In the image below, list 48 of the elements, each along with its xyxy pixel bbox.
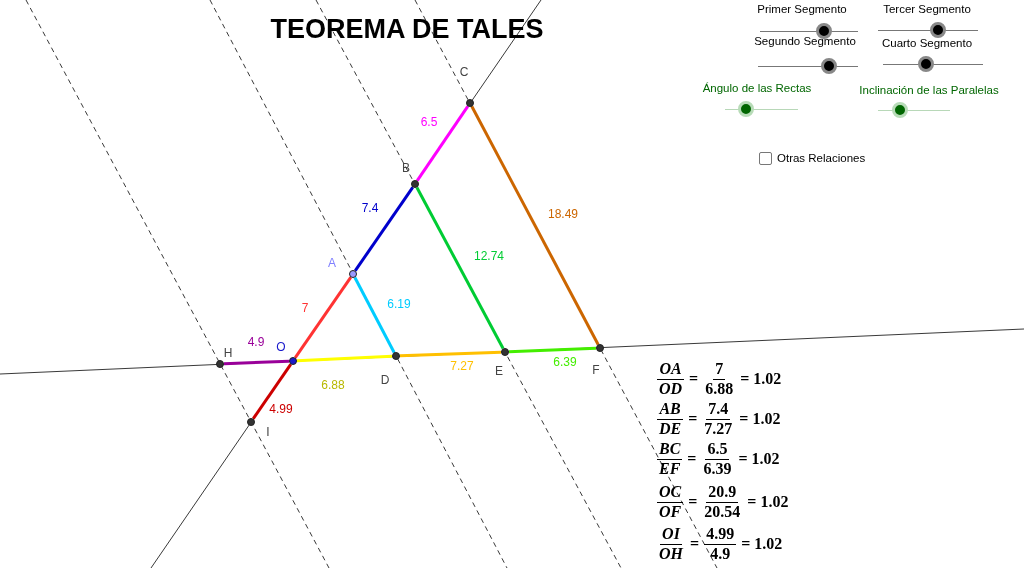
edge-label: 6.39 xyxy=(551,355,579,369)
slider-label: Inclinación de las Paralelas xyxy=(859,85,999,97)
edge-label: 7.4 xyxy=(359,201,381,215)
point-dot xyxy=(247,418,255,426)
point-dot xyxy=(349,270,357,278)
line-segment xyxy=(416,105,469,182)
point-label: D xyxy=(380,374,390,386)
point-label: F xyxy=(592,364,600,376)
point-label: A xyxy=(328,257,336,269)
edge-label: 4.9 xyxy=(245,335,267,349)
edge-label: 6.19 xyxy=(385,297,413,311)
edge-label: 7.27 xyxy=(448,359,476,373)
point-label: H xyxy=(223,347,233,359)
line-segment xyxy=(470,105,600,346)
edge-label: 12.74 xyxy=(472,249,506,263)
point-label: I xyxy=(266,426,270,438)
line-segment xyxy=(296,354,393,363)
line-segment xyxy=(415,186,505,350)
title: TEOREMA DE TALES xyxy=(270,14,544,45)
point-dot xyxy=(501,348,509,356)
edge-label: 4.99 xyxy=(267,402,295,416)
edge-label: 6.88 xyxy=(319,378,347,392)
edge-label: 6.5 xyxy=(418,115,440,129)
point-dot xyxy=(289,357,297,365)
point-label: O xyxy=(276,341,286,353)
line-segment xyxy=(399,350,502,358)
point-dot xyxy=(216,360,224,368)
slider-label: Ángulo de las Rectas xyxy=(702,83,812,95)
point-dot xyxy=(392,352,400,360)
line-segment xyxy=(353,276,396,354)
point-dot xyxy=(411,180,419,188)
slider-label: Primer Segmento xyxy=(757,4,847,16)
line-segment xyxy=(354,186,414,272)
edge-label: 18.49 xyxy=(546,207,580,221)
slider-label: Segundo Segmento xyxy=(754,36,856,48)
line-segment xyxy=(508,346,597,354)
point-dot xyxy=(466,99,474,107)
point-label: E xyxy=(495,365,503,377)
slider-label: Tercer Segmento xyxy=(883,4,971,16)
checkbox-label: Otras Relaciones xyxy=(777,153,866,165)
line-segment xyxy=(294,276,352,359)
point-label: C xyxy=(459,66,469,78)
slider-label: Cuarto Segmento xyxy=(881,38,973,50)
point-label: B xyxy=(402,162,410,174)
point-dot xyxy=(596,344,604,352)
line-segment xyxy=(223,359,290,366)
line-segment xyxy=(252,363,292,420)
edge-label: 7 xyxy=(299,301,311,315)
